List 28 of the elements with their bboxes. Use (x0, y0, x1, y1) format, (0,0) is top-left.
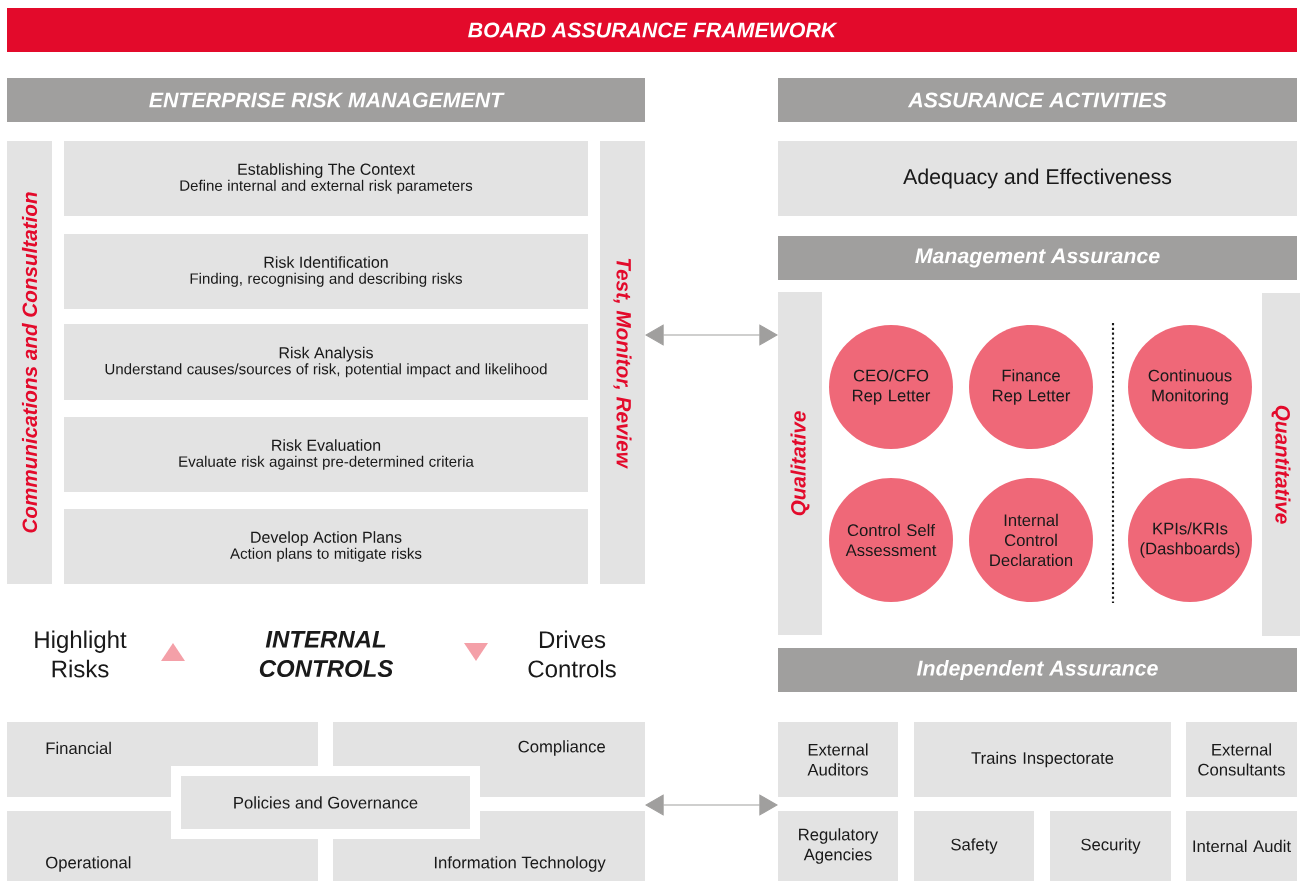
assurance-box: Security (1050, 811, 1171, 881)
section-header: Management Assurance (778, 236, 1297, 280)
section-header: ASSURANCE ACTIVITIES (778, 78, 1297, 122)
policy-box: Policies and Governance (171, 766, 480, 839)
side-band: Quantitative (1262, 293, 1300, 636)
side-band: Test, Monitor, Review (600, 141, 645, 584)
assurance-box: External Consultants (1186, 722, 1297, 797)
side-band: Qualitative (778, 292, 822, 635)
assurance-box: Regulatory Agencies (778, 811, 898, 881)
process-step-box: Risk Analysis Understand causes/sources of risk, potential impact and likelihood (64, 324, 588, 400)
side-band: Communications and Consultation (7, 141, 52, 584)
section-header: ENTERPRISE RISK MANAGEMENT (7, 78, 645, 122)
caption-text: Highlight Risks (35, 630, 127, 678)
title-banner: BOARD ASSURANCE FRAMEWORK (7, 8, 1297, 52)
double-arrow (645, 324, 778, 346)
caption-text: Drives Controls (528, 630, 616, 678)
process-step-box: Risk Evaluation Evaluate risk against pre-determined criteria (64, 417, 588, 492)
assurance-box: Trains Inspectorate (914, 722, 1171, 797)
assurance-box: External Auditors (778, 722, 898, 797)
process-step-box: Establishing The Context Define internal and external risk parameters (64, 141, 588, 216)
assurance-box: Internal Audit (1186, 811, 1297, 881)
section-header: Independent Assurance (778, 648, 1297, 692)
assurance-box: Safety (914, 811, 1034, 881)
summary-box: Adequacy and Effectiveness (778, 141, 1297, 216)
process-step-box: Develop Action Plans Action plans to mitigate risks (64, 509, 588, 584)
process-step-box: Risk Identification Finding, recognising and describing risks (64, 234, 588, 309)
heading-text: INTERNAL CONTROLS (259, 630, 394, 678)
double-arrow (645, 794, 778, 816)
